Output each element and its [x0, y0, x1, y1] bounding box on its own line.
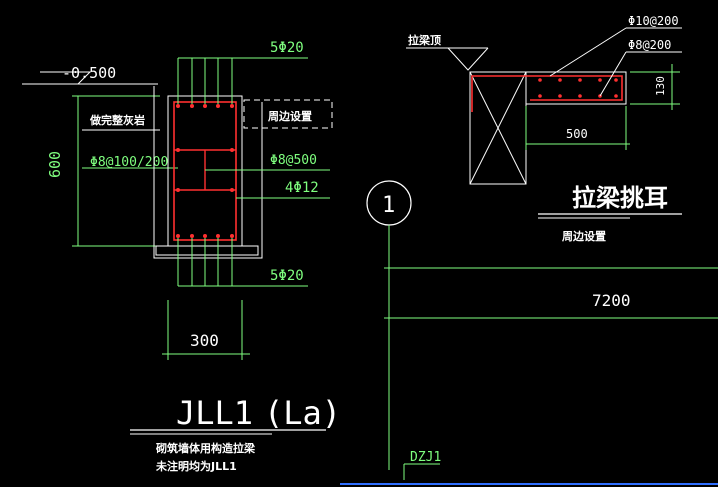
bar1-leader: [549, 27, 627, 77]
around-label: 周边设置: [268, 109, 312, 123]
stirrup-label: Φ8@100/200: [90, 155, 168, 170]
ear-height-dimension: [630, 64, 680, 110]
tie-label: Φ8@500: [270, 153, 317, 168]
bar2-label: Φ8@200: [628, 38, 671, 52]
ear-subtitle: 周边设置: [562, 229, 606, 243]
column-tag: DZJ1: [410, 450, 441, 465]
section-title-suffix: (La): [264, 394, 341, 432]
ear-title: 拉梁挑耳: [572, 184, 668, 212]
height-dimension: [72, 95, 160, 247]
ear-beam-cross-2: [469, 71, 527, 185]
ear-slab: [525, 71, 627, 105]
top-bars-label: 5Φ20: [270, 40, 304, 56]
rebar-dots: [176, 104, 234, 238]
grid-axis: 1 7200 DZJ1: [340, 180, 718, 485]
soil-label: 做完整灰岩: [89, 113, 145, 127]
width-dimension: [162, 300, 250, 360]
ear-rebar: [471, 75, 623, 112]
bar2-leader: [599, 51, 627, 97]
beam-section-detail: -0.500 做完整灰岩 Φ8@100/200 600: [22, 40, 333, 360]
base-plate: [155, 245, 259, 256]
width-dim-label: 300: [190, 331, 219, 350]
span-dim-label: 7200: [592, 291, 631, 310]
note-line-1: 砌筑墙体用构造拉梁: [155, 441, 256, 455]
ear-rebar-dots: [538, 78, 618, 98]
trench-outline: [153, 86, 263, 259]
bottom-bars-label: 5Φ20: [270, 268, 304, 284]
bar1-label: Φ10@200: [628, 14, 679, 28]
ear-detail: 拉梁顶 Φ10@200 Φ8@200 130: [406, 14, 682, 243]
section-title: JLL1 (La) 砌筑墙体用构造拉梁 未注明均为JLL1: [130, 394, 341, 473]
elevation-label: -0.500: [62, 64, 116, 82]
around-dashed-box: [243, 99, 333, 129]
side-bars-label: 4Φ12: [285, 180, 319, 196]
ear-height-label: 130: [654, 76, 667, 96]
ear-width-dimension: [525, 106, 630, 150]
height-dim-label: 600: [46, 151, 64, 178]
axis-label: 1: [382, 193, 395, 218]
ear-top-marker: [406, 47, 489, 71]
top-bars-leader: [177, 57, 308, 104]
note-line-2: 未注明均为JLL1: [155, 459, 237, 473]
bottom-bars-leader: [177, 238, 308, 287]
ear-top-label: 拉梁顶: [408, 33, 441, 47]
ear-width-label: 500: [566, 127, 588, 141]
section-title-name: JLL1: [176, 394, 253, 432]
elevation-marker: [22, 71, 158, 85]
